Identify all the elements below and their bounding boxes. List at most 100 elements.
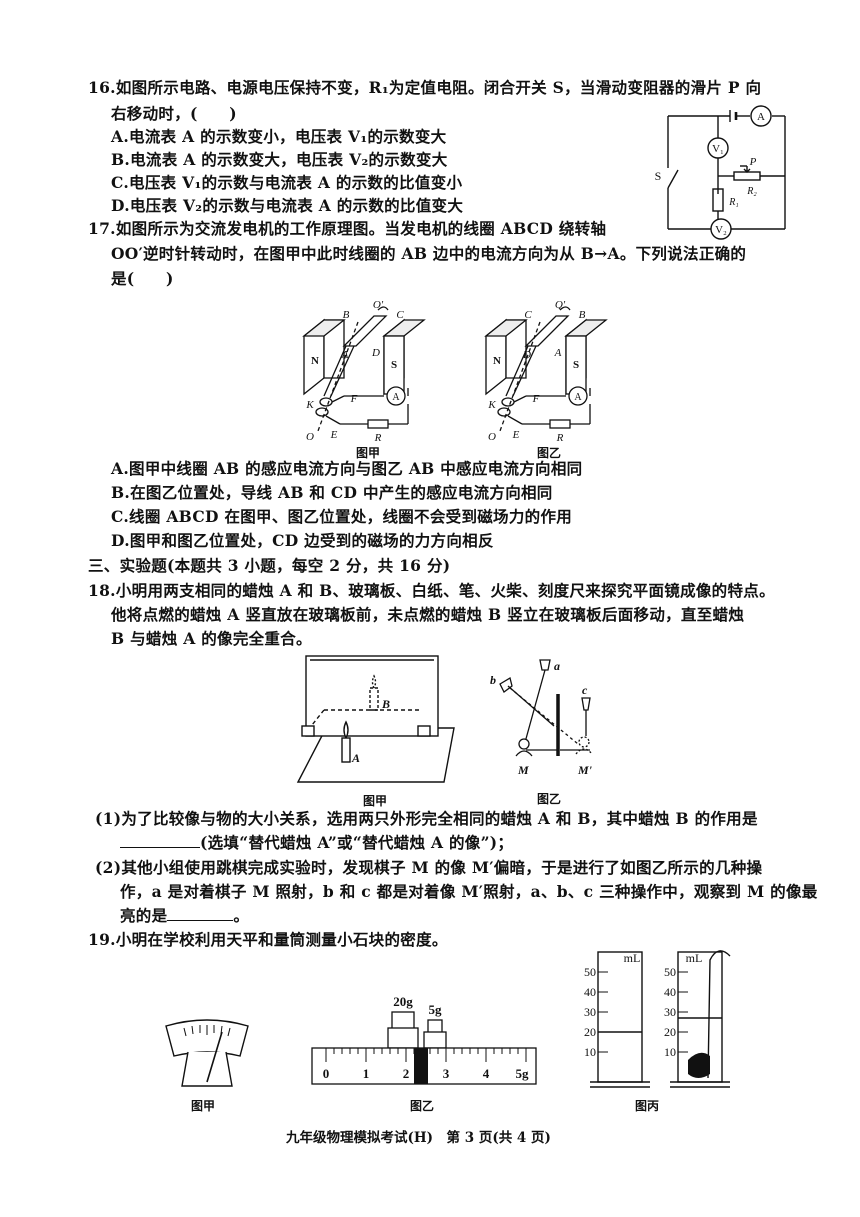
q19-cylinder1-tick-30: 30 bbox=[584, 1005, 596, 1019]
q18-fig-piece-m: M bbox=[517, 763, 529, 777]
q17-fig-left-caption: 图甲 bbox=[356, 446, 381, 460]
q18-answer-blank-1[interactable] bbox=[120, 832, 200, 848]
q19-cylinder2-tick-40: 40 bbox=[664, 985, 676, 999]
q18-flashlight-figure: a b c M M' bbox=[490, 659, 593, 777]
q19-fig-b-caption: 图乙 bbox=[410, 1099, 435, 1113]
q19-weight-20g: 20g bbox=[393, 994, 413, 1009]
q16-circuit-diagram: A V₁ V₂ S P R₁ R₂ bbox=[655, 105, 786, 240]
q18-part1-hint: (选填“替代蜡烛 A”或“替代蜡烛 A 的像”)； bbox=[200, 833, 514, 852]
q18-part2-line1: (2)其他小组使用跳棋完成实验时，发现棋子 M 的像 M′偏暗，于是进行了如图乙… bbox=[95, 858, 763, 877]
q17L-o2: O' bbox=[373, 299, 384, 311]
q17-generator-figure-right: N S A B C D Q' K O E F R A bbox=[484, 299, 608, 444]
q17-option-d: D.图甲和图乙位置处，CD 边受到的磁场的力方向相反 bbox=[111, 531, 494, 550]
q17R-c: C bbox=[524, 309, 532, 321]
q19-balance-pointer-figure bbox=[165, 1019, 249, 1087]
q17-stem-line1: 17.如图所示为交流发电机的工作原理图。当发电机的线圈 ABCD 绕转轴 bbox=[88, 219, 607, 238]
q16-slider-label: P bbox=[749, 156, 757, 168]
q17L-e: E bbox=[330, 429, 338, 441]
q18-part1-line2: (选填“替代蜡烛 A”或“替代蜡烛 A 的像”)； bbox=[120, 832, 513, 854]
q17L-n: N bbox=[311, 355, 319, 367]
q16-v1-label: V₁ bbox=[712, 143, 724, 155]
q17L-k: K bbox=[305, 399, 314, 411]
q16-option-c: C.电压表 V₁的示数与电流表 A 的示数的比值变小 bbox=[111, 173, 463, 192]
q19-cylinder1-tick-10: 10 bbox=[584, 1045, 596, 1059]
q19-scale-tick-1: 1 bbox=[363, 1066, 370, 1081]
q19-cylinder1-tick-40: 40 bbox=[584, 985, 596, 999]
q17L-d: D bbox=[371, 347, 380, 359]
q17L-s: S bbox=[391, 359, 397, 371]
q18-fig-left-caption: 图甲 bbox=[363, 794, 388, 808]
q17R-s: S bbox=[573, 359, 579, 371]
q19-cylinder2-tick-20: 20 bbox=[664, 1025, 676, 1039]
q19-fig-c-caption: 图丙 bbox=[635, 1099, 660, 1113]
q17L-f: F bbox=[350, 393, 358, 405]
q17L-b: B bbox=[343, 309, 350, 321]
q19-scale-tick-4: 4 bbox=[483, 1066, 490, 1081]
q17R-ammeter: A bbox=[574, 392, 582, 403]
q19-cylinder2-unit: mL bbox=[686, 951, 703, 965]
q16-option-b: B.电流表 A 的示数变大，电压表 V₂的示数变大 bbox=[111, 150, 448, 169]
q19-cylinder2-tick-30: 30 bbox=[664, 1005, 676, 1019]
q19-scale-tick-2: 2 bbox=[403, 1066, 410, 1081]
q17R-a: A bbox=[554, 347, 562, 359]
q18-stem-line2: 他将点燃的蜡烛 A 竖直放在玻璃板前，未点燃的蜡烛 B 竖立在玻璃板后面移动，直… bbox=[111, 605, 745, 624]
q19-cylinder1-tick-20: 20 bbox=[584, 1025, 596, 1039]
q19-stem: 19.小明在学校利用天平和量筒测量小石块的密度。 bbox=[88, 930, 448, 949]
q16-r2-label: R₂ bbox=[746, 186, 757, 197]
q19-fig-a-caption: 图甲 bbox=[191, 1099, 216, 1113]
q19-cylinders-figure: mL 50 40 30 20 10 mL 50 40 30 20 10 bbox=[584, 950, 731, 1088]
q16-switch-label: S bbox=[655, 169, 662, 183]
q17L-ammeter: A bbox=[392, 392, 400, 403]
q17R-b: B bbox=[579, 309, 586, 321]
q17R-o2: Q' bbox=[555, 299, 566, 311]
q16-v2-label: V₂ bbox=[715, 224, 727, 236]
q17R-r: R bbox=[556, 432, 564, 444]
q16-ammeter-label: A bbox=[757, 111, 765, 123]
q18-fig-flashlight-a: a bbox=[554, 659, 560, 673]
q19-weight-5g: 5g bbox=[429, 1002, 443, 1017]
q17R-n: N bbox=[493, 355, 501, 367]
q17-stem-line2: OO′逆时针转动时，在图甲中此时线圈的 AB 边中的电流方向为从 B→A。下列说… bbox=[111, 244, 747, 263]
q19-weights-scale-figure: 20g 5g 0 1 2 3 4 5g bbox=[311, 994, 537, 1085]
q18-fig-right-caption: 图乙 bbox=[537, 792, 562, 806]
q17-fig-right-caption: 图乙 bbox=[537, 446, 562, 460]
q18-fig-image-m: M' bbox=[577, 763, 593, 777]
q18-part2-prefix: 亮的是 bbox=[120, 906, 168, 925]
q17L-o: O bbox=[306, 431, 314, 443]
q17R-k: K bbox=[487, 399, 496, 411]
q17R-o: O bbox=[488, 431, 496, 443]
q16-option-a: A.电流表 A 的示数变小，电压表 V₁的示数变大 bbox=[111, 127, 447, 146]
q17-option-a: A.图甲中线圈 AB 的感应电流方向与图乙 AB 中感应电流方向相同 bbox=[111, 459, 583, 478]
q18-stem-line1: 18.小明用两支相同的蜡烛 A 和 B、玻璃板、白纸、笔、火柴、刻度尺来探究平面… bbox=[88, 581, 775, 600]
q16-option-d: D.电压表 V₂的示数与电流表 A 的示数的比值变大 bbox=[111, 196, 464, 215]
q17-option-b: B.在图乙位置处，导线 AB 和 CD 中产生的感应电流方向相同 bbox=[111, 483, 553, 502]
q18-fig-flashlight-c: c bbox=[582, 683, 588, 697]
q19-scale-tick-0: 0 bbox=[323, 1066, 330, 1081]
q17-stem-line3: 是( ) bbox=[111, 269, 174, 288]
q18-fig-candle-b: B bbox=[381, 697, 390, 711]
q17-option-c: C.线圈 ABCD 在图甲、图乙位置处，线圈不会受到磁场力的作用 bbox=[111, 507, 573, 526]
q18-part2-suffix: 。 bbox=[233, 906, 250, 925]
q18-part2-line2: 作，a 是对着棋子 M 照射，b 和 c 都是对着像 M′照射，a、b、c 三种… bbox=[120, 882, 818, 901]
q16-stem-line2: 右移动时，( ) bbox=[111, 104, 237, 123]
q16-stem-line1: 16.如图所示电路、电源电压保持不变，R₁为定值电阻。闭合开关 S，当滑动变阻器… bbox=[88, 78, 762, 97]
page-footer: 九年级物理模拟考试(H) 第 3 页(共 4 页) bbox=[286, 1130, 551, 1146]
q19-cylinder2-tick-10: 10 bbox=[664, 1045, 676, 1059]
q17L-r: R bbox=[374, 432, 382, 444]
q18-mirror-setup-figure: A B bbox=[296, 655, 455, 783]
q19-cylinder1-unit: mL bbox=[624, 951, 641, 965]
section-3-heading: 三、实验题(本题共 3 小题，每空 2 分，共 16 分) bbox=[88, 556, 451, 575]
q17R-f: F bbox=[532, 393, 540, 405]
q17R-d: D bbox=[522, 349, 531, 361]
q17L-c: C bbox=[396, 309, 404, 321]
q19-scale-tick-3: 3 bbox=[443, 1066, 450, 1081]
q19-cylinder2-tick-50: 50 bbox=[664, 965, 676, 979]
q18-part1-line1: (1)为了比较像与物的大小关系，选用两只外形完全相同的蜡烛 A 和 B，其中蜡烛… bbox=[95, 809, 758, 828]
q18-fig-candle-a: A bbox=[351, 751, 360, 765]
q18-answer-blank-2[interactable] bbox=[167, 905, 234, 921]
q19-scale-tick-5: 5g bbox=[516, 1066, 530, 1081]
q19-cylinder1-tick-50: 50 bbox=[584, 965, 596, 979]
q17-generator-figure-left: N S A B C D O' K O E F R A bbox=[302, 299, 426, 444]
q17L-a: A bbox=[341, 349, 349, 361]
q16-r1-label: R₁ bbox=[728, 197, 739, 208]
